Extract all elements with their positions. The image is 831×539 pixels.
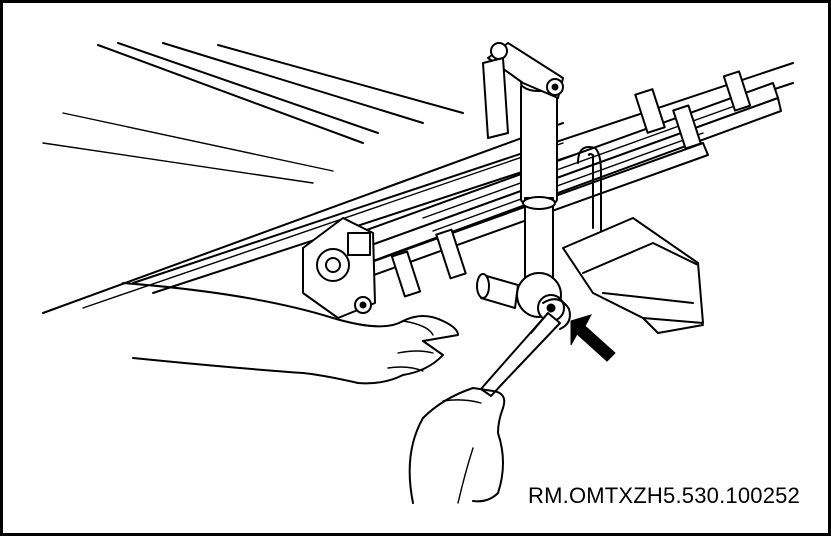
axle-bracket [562, 217, 704, 334]
u-bolt [577, 146, 602, 234]
left-hand [122, 282, 459, 385]
reference-code: RM.OMTXZH5.530.100252 [528, 483, 800, 508]
arrow-pointer-icon [570, 314, 616, 362]
frame-rail [42, 42, 794, 314]
spring-hanger [302, 217, 376, 319]
suspension-illustration [42, 42, 794, 504]
right-hand [408, 387, 506, 504]
